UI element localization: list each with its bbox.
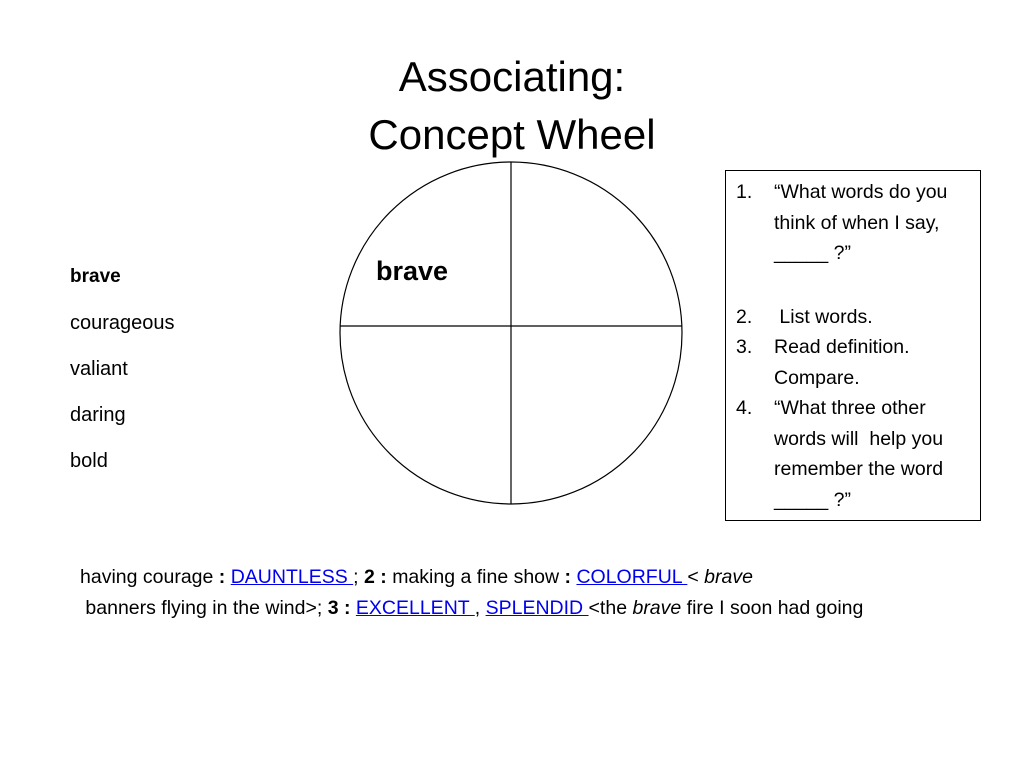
step-spacer (736, 269, 976, 302)
word-list-item: daring (70, 404, 126, 426)
definition-text: < (687, 566, 705, 588)
word-list: brave courageous valiant daring bold (70, 262, 175, 492)
definition-text: <the (588, 596, 633, 619)
title-line-2: Concept Wheel (368, 111, 656, 158)
sense-number: 3 : (327, 596, 356, 619)
definition-separator: : (564, 566, 577, 588)
link-colorful[interactable]: COLORFUL (576, 566, 688, 588)
example-word: brave (704, 566, 753, 588)
step-text: List words. (774, 305, 873, 328)
definition-separator: : (218, 566, 231, 588)
step-item: 1. “What words do you think of when I sa… (736, 177, 976, 269)
step-number: 3. (736, 336, 753, 358)
step-text: Read definition. Compare. (774, 336, 915, 389)
step-number: 1. (736, 181, 753, 203)
step-number: 4. (736, 397, 753, 419)
definition-text: , (474, 596, 486, 619)
steps-box: 1. “What words do you think of when I sa… (725, 170, 981, 521)
sense-number: 2 : (364, 566, 393, 588)
steps-list: 1. “What words do you think of when I sa… (736, 177, 976, 515)
slide-title: Associating: Concept Wheel (0, 48, 1024, 164)
dictionary-definition: having courage : DAUNTLESS ; 2 : making … (80, 562, 980, 623)
definition-text: making a fine show (392, 566, 565, 588)
word-list-item: brave (70, 266, 121, 287)
concept-wheel (339, 161, 683, 505)
example-word: brave (632, 596, 682, 619)
definition-text: having courage (80, 566, 219, 588)
link-excellent[interactable]: EXCELLENT (355, 596, 475, 619)
word-list-item: bold (70, 450, 108, 472)
definition-text: banners flying in the wind>; (80, 596, 328, 619)
link-splendid[interactable]: SPLENDID (485, 596, 589, 619)
link-dauntless[interactable]: DAUNTLESS (230, 566, 354, 588)
step-item: 4. “What three other words will help you… (736, 393, 976, 515)
step-item: 2. List words. (736, 302, 976, 333)
step-number: 2. (736, 305, 753, 328)
definition-text: fire I soon had going (681, 596, 864, 619)
word-list-item: courageous (70, 312, 175, 334)
word-list-item: valiant (70, 358, 128, 380)
title-line-1: Associating: (398, 53, 626, 100)
step-item: 3. Read definition. Compare. (736, 332, 976, 393)
step-text: “What words do you think of when I say, … (774, 181, 953, 264)
wheel-center-word: brave (376, 256, 449, 286)
definition-text: ; (353, 566, 364, 588)
step-text: “What three other words will help you re… (774, 397, 954, 511)
